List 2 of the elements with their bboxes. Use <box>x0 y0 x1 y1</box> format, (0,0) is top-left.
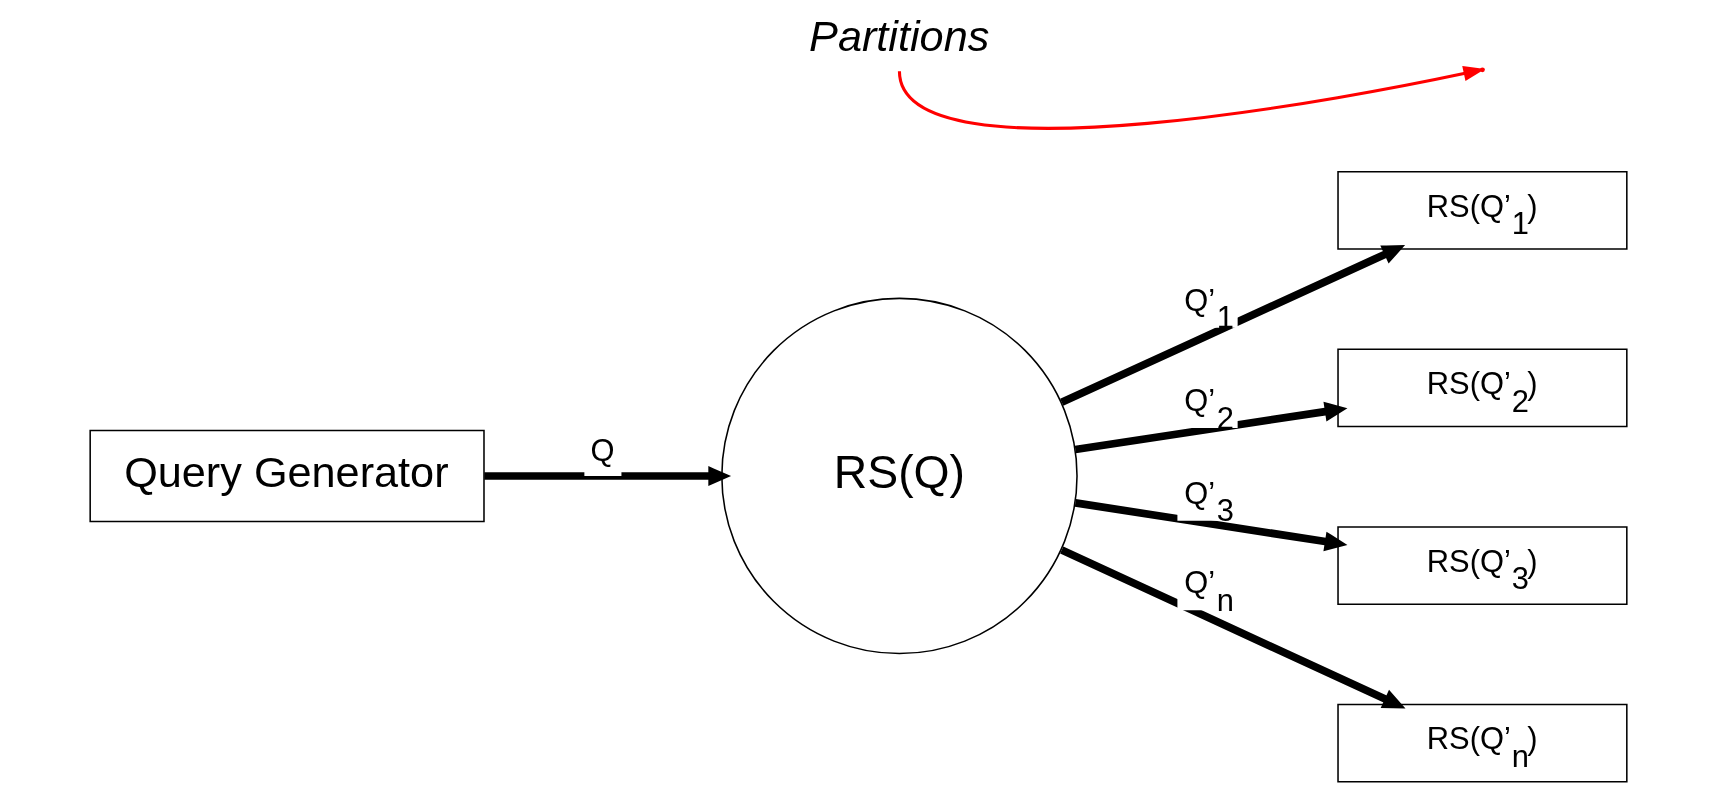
node-text: Partitions <box>808 12 989 61</box>
edge-label: Q <box>590 432 615 468</box>
